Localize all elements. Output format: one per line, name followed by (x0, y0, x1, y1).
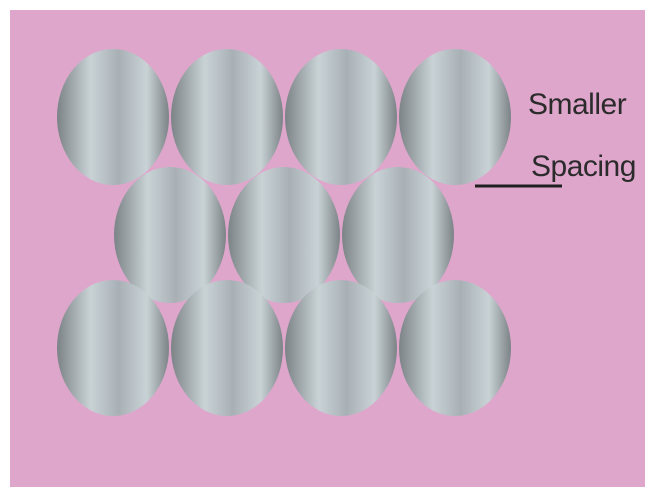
label-spacing: Spacing (531, 152, 636, 182)
sphere (57, 49, 169, 185)
sphere (285, 49, 397, 185)
sphere (342, 167, 454, 303)
sphere (399, 49, 511, 185)
sphere-packing-diagram (10, 10, 645, 487)
sphere (114, 167, 226, 303)
diagram-panel: Smaller Spacing (10, 10, 645, 487)
label-smaller: Smaller (528, 90, 626, 120)
sphere (285, 280, 397, 416)
sphere (171, 280, 283, 416)
sphere (57, 280, 169, 416)
sphere (228, 167, 340, 303)
sphere (171, 49, 283, 185)
sphere (399, 280, 511, 416)
